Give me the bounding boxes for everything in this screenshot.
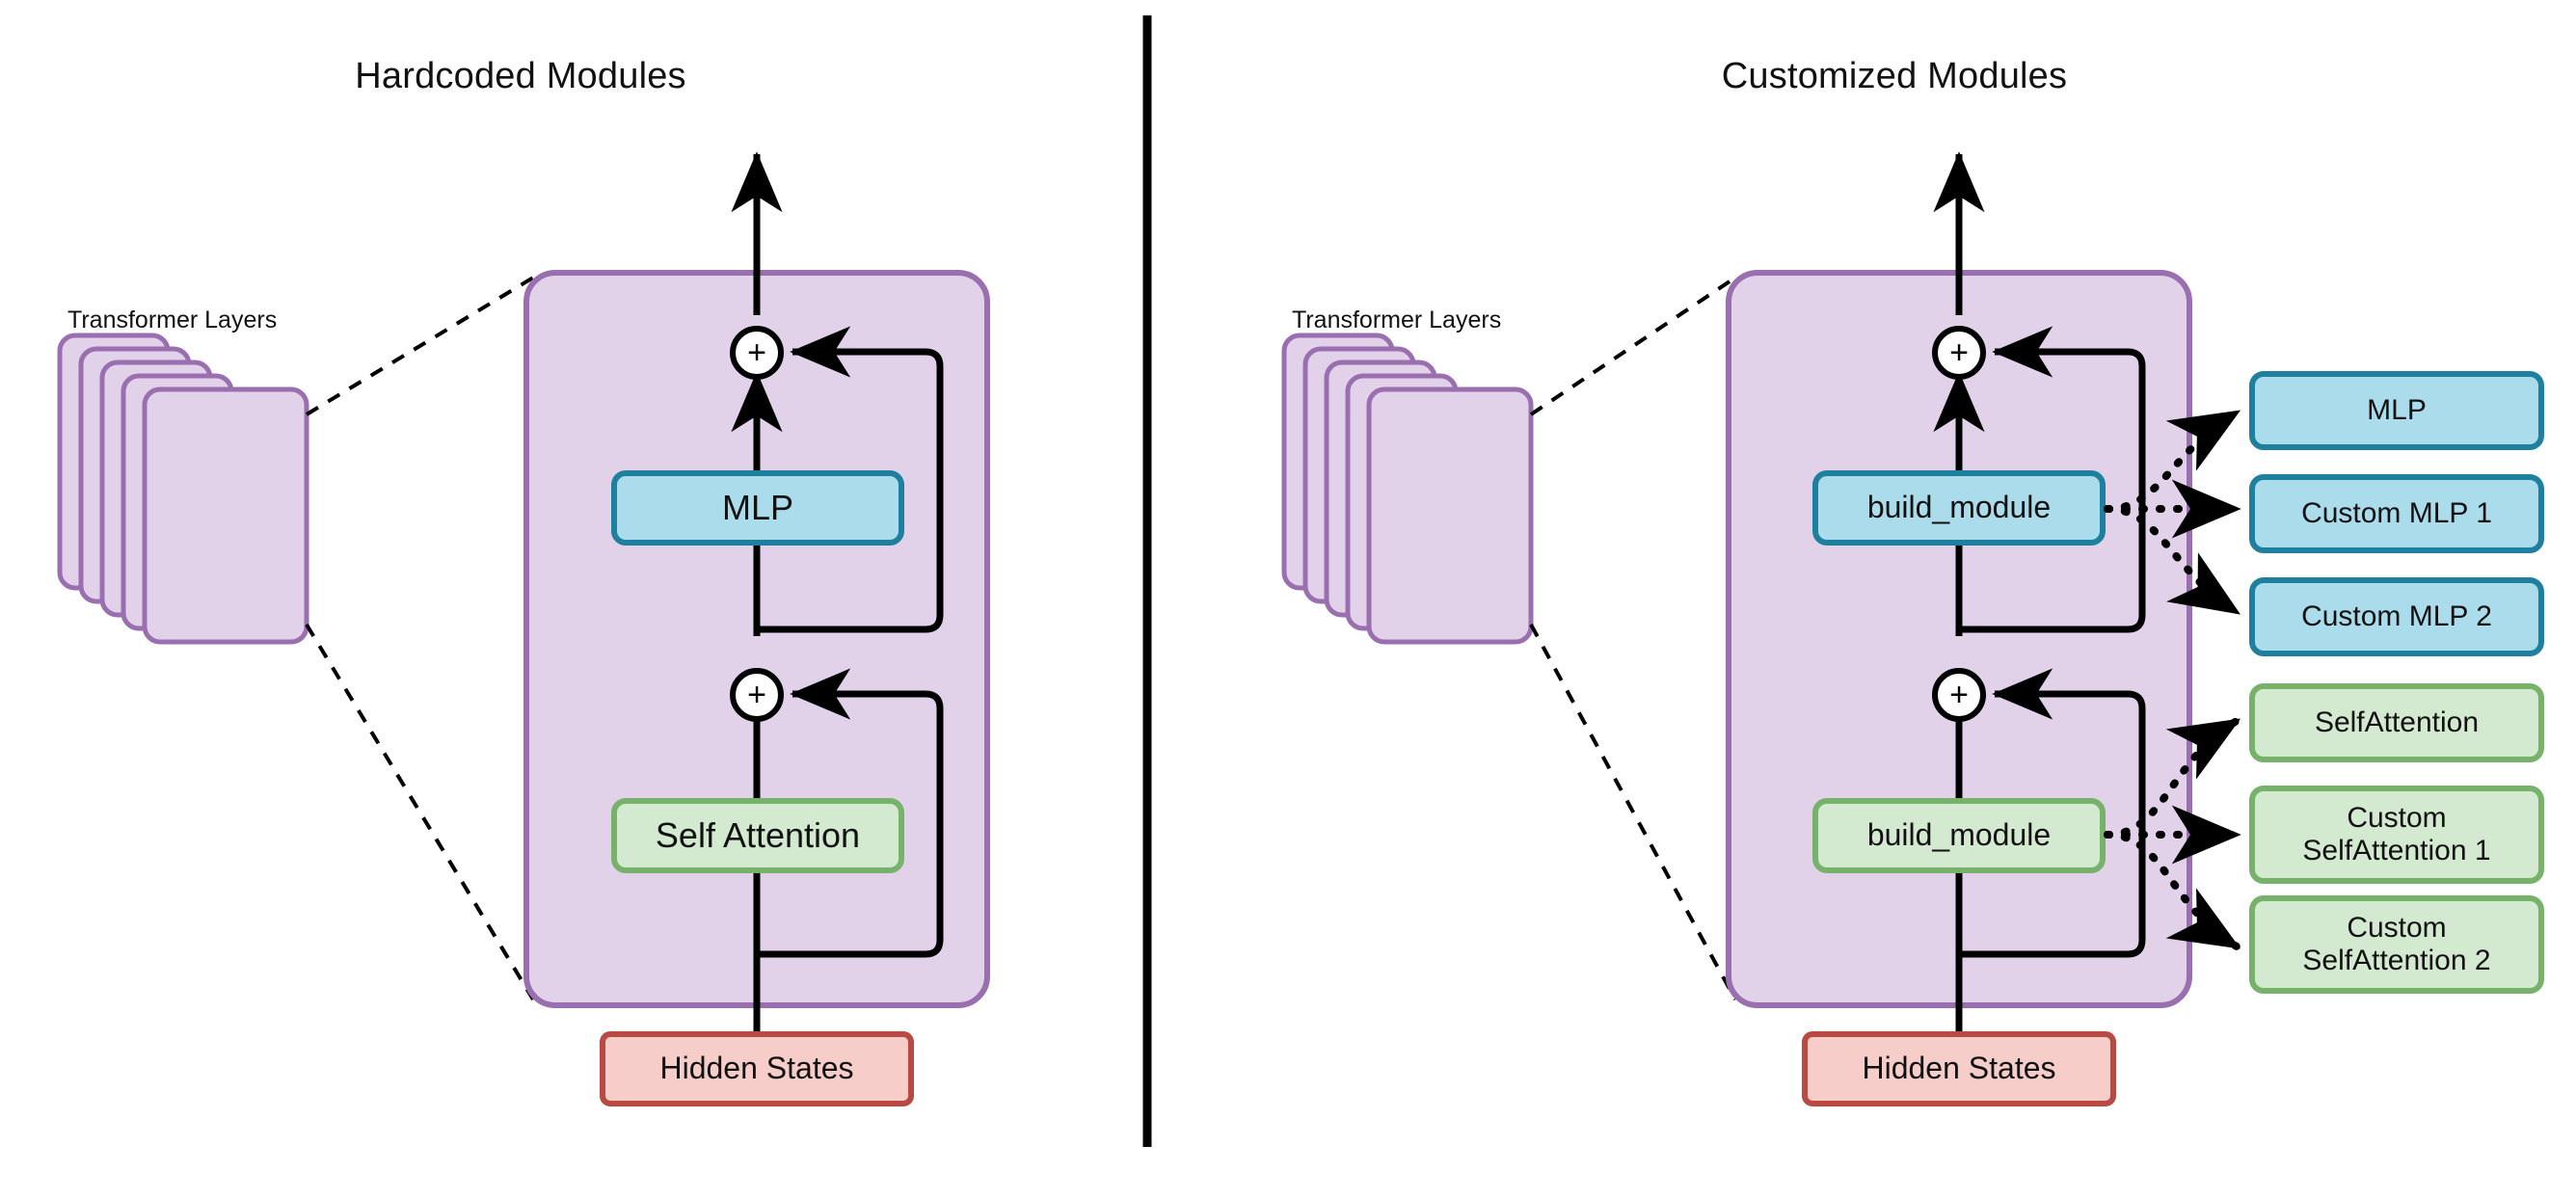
module-option-custom-mlp-2[interactable] [2249,577,2544,656]
module-option-custom-selfattention-1[interactable] [2249,786,2544,884]
adder-mlp [1932,326,1986,380]
layer-card [1366,386,1534,645]
adder-mlp-label: + [747,333,766,371]
callout-guide-bottom [1529,624,1737,1000]
build-module-attention-block[interactable] [1812,798,2106,873]
module-option-custom-mlp-1[interactable] [2249,474,2544,553]
transformer-layers-label-right: Transformer Layers [1292,306,1502,333]
residual-skip-mlp [1959,326,2146,633]
build-module-mlp-block[interactable] [1812,470,2106,546]
residual-skip-mlp [757,326,944,633]
self-attention-block[interactable] [611,798,904,873]
dispatch-link-custom-mlp-2 [2104,505,2241,616]
page-title-customized: Customized Modules [1721,56,2068,96]
page-title-hardcoded: Hardcoded Modules [355,56,686,96]
callout-guide-top [1529,276,1737,416]
transformer-layers-label-left: Transformer Layers [67,306,278,333]
callout-guide-bottom [305,623,535,1001]
transformer-layer-stack-left [57,333,309,645]
adder-attention [1932,668,1986,722]
module-option-custom-selfattention-2[interactable] [2249,895,2544,994]
module-option-mlp[interactable] [2249,371,2544,450]
residual-skip-attention [757,668,944,958]
transformer-layer-stack-right [1281,333,1534,645]
adder-attention-label: + [747,676,766,713]
adder-attention-label: + [1949,676,1969,713]
customized-panel [1281,151,2544,1106]
mlp-block[interactable] [611,470,904,546]
dispatch-link-custom-selfattention-2 [2104,831,2241,950]
adder-mlp-label: + [1949,333,1969,371]
layer-card [142,386,309,645]
adder-mlp [730,326,784,380]
module-option-selfattention[interactable] [2249,683,2544,762]
adder-attention [730,668,784,722]
hidden-states-block[interactable] [1802,1031,2116,1106]
callout-guide-top [305,276,535,416]
hardcoded-panel [57,151,990,1106]
hidden-states-block[interactable] [600,1031,914,1106]
